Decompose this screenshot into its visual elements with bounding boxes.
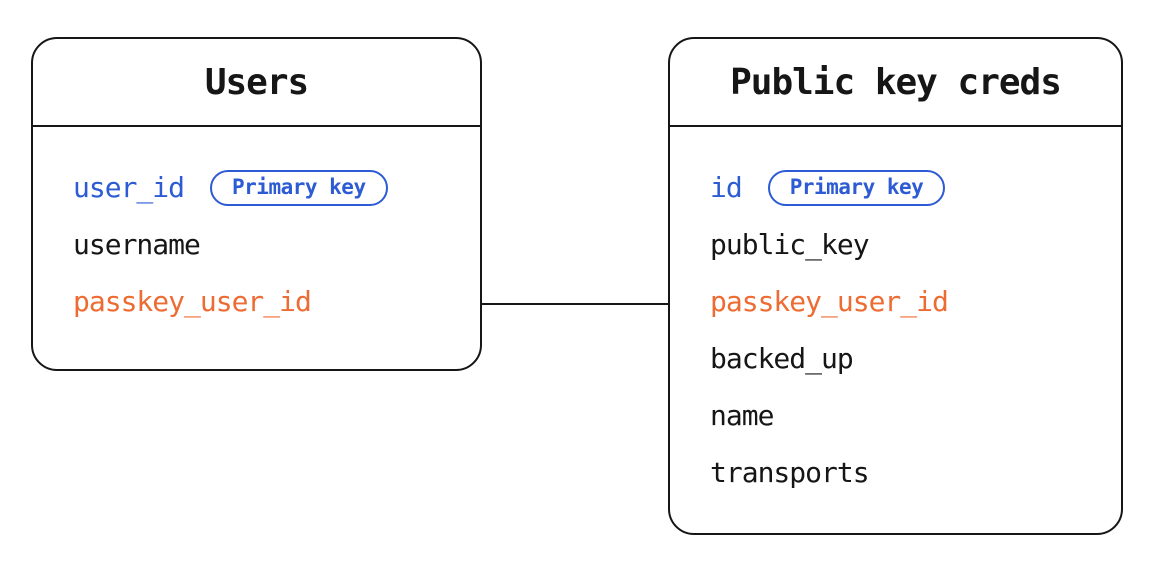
field-name: passkey_user_id — [73, 285, 312, 318]
field-name: username — [73, 228, 201, 261]
table-public-key-creds: Public key creds id Primary key public_key… — [668, 37, 1123, 535]
field-row-transports: transports — [710, 444, 1121, 501]
field-name: passkey_user_id — [710, 285, 949, 318]
field-name: name — [710, 399, 774, 432]
field-row-name: name — [710, 387, 1121, 444]
field-row-username: username — [73, 216, 480, 273]
primary-key-badge: Primary key — [210, 169, 388, 206]
field-row-user_id: user_id Primary key — [73, 159, 480, 216]
field-row-passkey_user_id: passkey_user_id — [710, 273, 1121, 330]
field-name: transports — [710, 456, 870, 489]
field-row-public_key: public_key — [710, 216, 1121, 273]
relationship-line — [480, 303, 670, 305]
field-name: public_key — [710, 228, 870, 261]
field-row-id: id Primary key — [710, 159, 1121, 216]
table-fields-users: user_id Primary key username passkey_user_i… — [33, 127, 480, 330]
field-name: user_id — [73, 171, 185, 204]
table-title-users: Users — [33, 39, 480, 127]
primary-key-badge: Primary key — [767, 169, 946, 206]
field-name: backed_up — [710, 342, 854, 375]
table-users: Users user_id Primary key username passkey_… — [31, 37, 482, 371]
field-name: id — [710, 171, 743, 204]
field-row-passkey_user_id: passkey_user_id — [73, 273, 480, 330]
table-title-public-key-creds: Public key creds — [670, 39, 1121, 127]
field-row-backed_up: backed_up — [710, 330, 1121, 387]
